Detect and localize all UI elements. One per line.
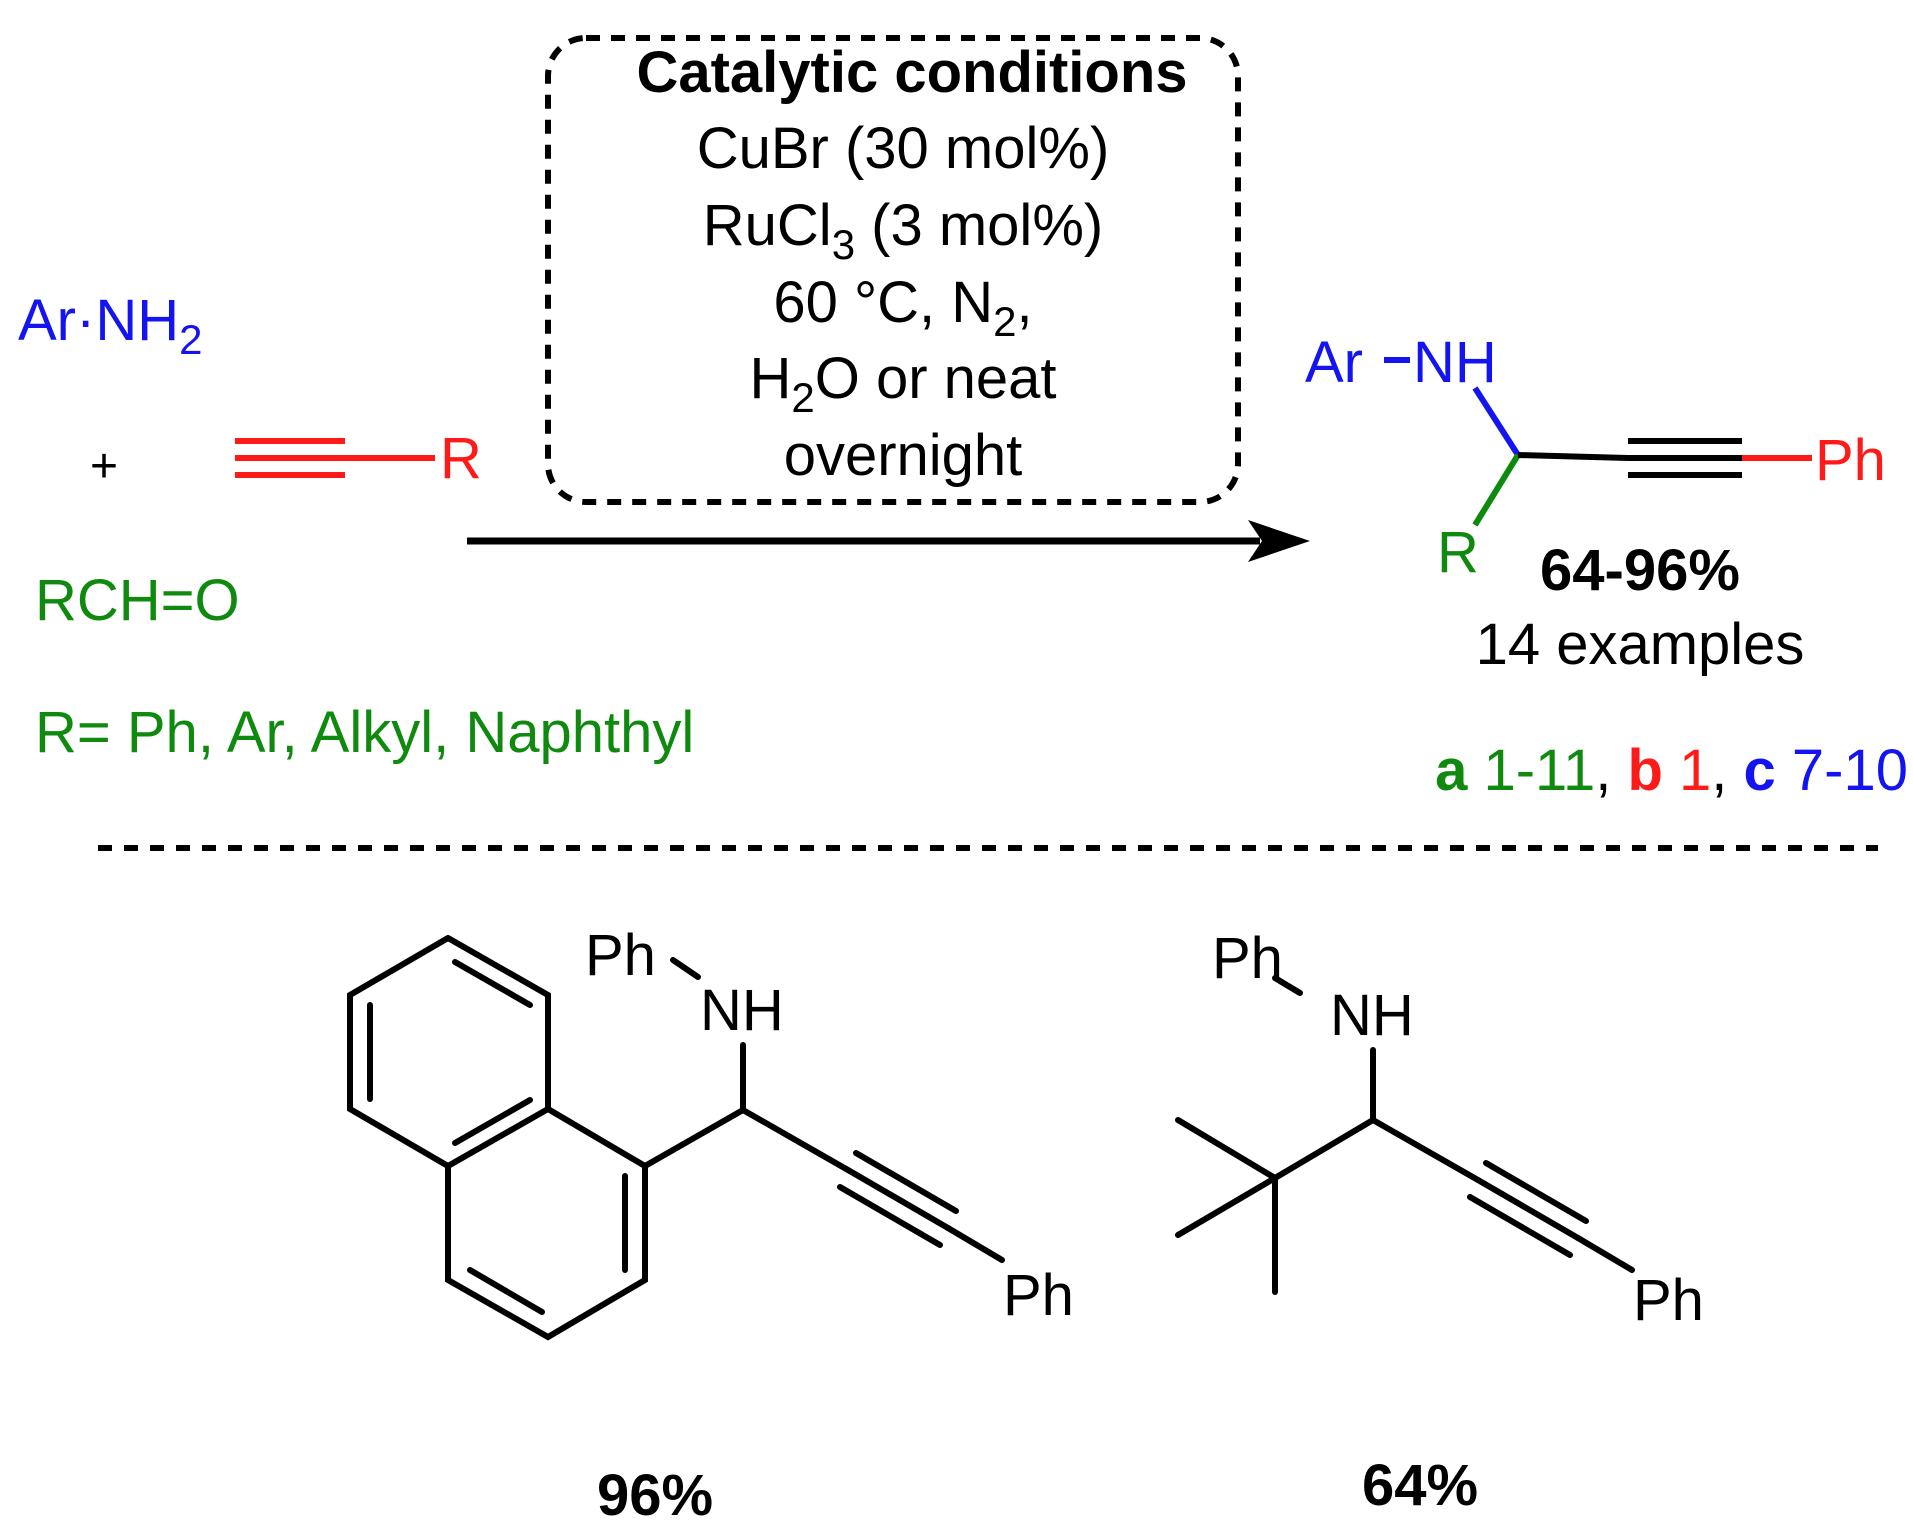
reaction-arrow [467,520,1310,562]
example-2-nh: NH [1330,983,1414,1048]
product-r-label: R [1437,520,1479,585]
conditions-text: Catalytic conditions CuBr (30 mol%) RuCl… [636,40,1187,488]
r-group-definition: R= Ph, Ar, Alkyl, Naphthyl [35,700,694,765]
product-ph-label: Ph [1815,428,1886,493]
example-2-yield: 64% [1362,1453,1478,1518]
example-2-ph-top: Ph [1212,926,1283,991]
example-1-ph-end: Ph [1003,1263,1074,1328]
conditions-line-3: 60 °C, N2, [773,270,1032,345]
example-2-ph-end: Ph [1633,1268,1704,1333]
example-naphthyl-structure [347,935,1005,1341]
example-1-nh: NH [700,978,784,1043]
product-ar-label: Ar [1305,330,1363,395]
product-structure: Ar NH R Ph [1305,330,1886,585]
product-examples: 14 examples [1476,612,1805,677]
alkyne-reactant: R [235,426,482,491]
conditions-line-5: overnight [784,423,1023,488]
aldehyde-reactant: RCH=O [35,568,240,633]
conditions-line-1: CuBr (30 mol%) [697,116,1110,181]
product-yield: 64-96% [1540,538,1740,603]
alkyne-r-label: R [440,426,482,491]
conditions-line-4: H2O or neat [749,346,1056,421]
product-references: a 1-11, b 1, c 7-10 [1435,738,1908,803]
plus-sign: + [90,440,118,493]
example-1-yield: 96% [597,1463,713,1528]
amine-reactant: Ar·NH2 [18,288,202,363]
conditions-line-2: RuCl3 (3 mol%) [703,193,1103,268]
example-tbutyl-structure [1175,975,1635,1295]
product-nh-label: NH [1413,330,1497,395]
conditions-box [545,35,1241,505]
conditions-title: Catalytic conditions [636,40,1187,105]
example-1-ph-top: Ph [585,923,656,988]
